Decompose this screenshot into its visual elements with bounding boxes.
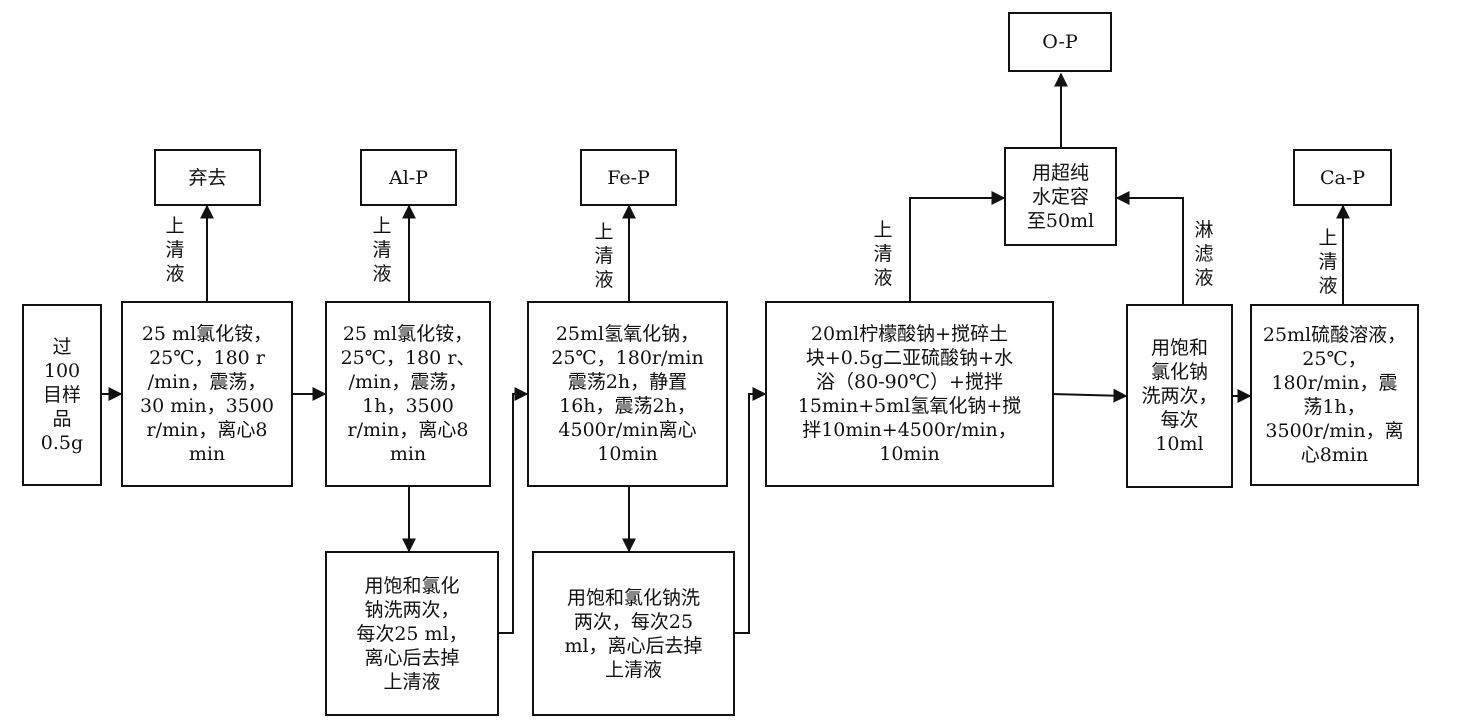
supernatant-label-2: 上 清 液 [372, 215, 392, 285]
output-o-p-box: O-P [1008, 12, 1112, 72]
step4-sodium-hydroxide-box: 25ml氢氧化钠， 25℃，180r/min 震荡2h，静置 16h，震荡2h，… [527, 301, 728, 487]
supernatant-label-4: 上 清 液 [873, 219, 893, 289]
arrow-wash2-step5 [733, 387, 767, 634]
step5-sodium-citrate-box: 20ml柠檬酸钠+搅碎土 块+0.5g二亚硫酸钠+水 浴（80-90℃）+搅拌 … [765, 301, 1054, 487]
step2-ammonium-chloride-box: 25 ml氯化铵， 25℃，180 r /min，震荡， 30 min，3500… [121, 301, 293, 487]
output-discard-box: 弃去 [154, 149, 261, 206]
output-ca-p-box: Ca-P [1293, 149, 1392, 206]
output-fe-p-box: Fe-P [580, 149, 677, 206]
dilute-box: 用超纯 水定容 至50ml [1004, 147, 1117, 246]
supernatant-label-1: 上 清 液 [165, 215, 185, 285]
filtrate-label: 淋 滤 液 [1194, 219, 1214, 289]
arrow-wash1-step4 [497, 387, 529, 634]
arrow-step5-dilute [909, 191, 1006, 303]
arrow-step5-step6 [1051, 388, 1128, 403]
supernatant-label-5: 上 清 液 [1318, 227, 1338, 297]
supernatant-label-3: 上 清 液 [594, 221, 614, 291]
wash1-box: 用饱和氯化 钠洗两次， 每次25 ml， 离心后去掉 上清液 [325, 551, 499, 716]
step3-ammonium-chloride-box: 25 ml氯化铵， 25℃，180 r、 /min，震荡， 1h，3500 r/… [325, 301, 491, 487]
wash2-box: 用饱和氯化钠洗 两次，每次25 ml，离心后去掉 上清液 [532, 551, 735, 716]
output-al-p-box: Al-P [360, 149, 457, 206]
step1-sample-box: 过 100 目样 品 0.5g [22, 304, 102, 486]
arrow-step6-dilute [1115, 191, 1184, 306]
step7-sulfuric-acid-box: 25ml硫酸溶液， 25℃， 180r/min，震 荡1h， 3500r/min… [1250, 304, 1419, 486]
step6-nacl-wash-box: 用饱和 氯化钠 洗两次， 每次 10ml [1126, 304, 1233, 488]
